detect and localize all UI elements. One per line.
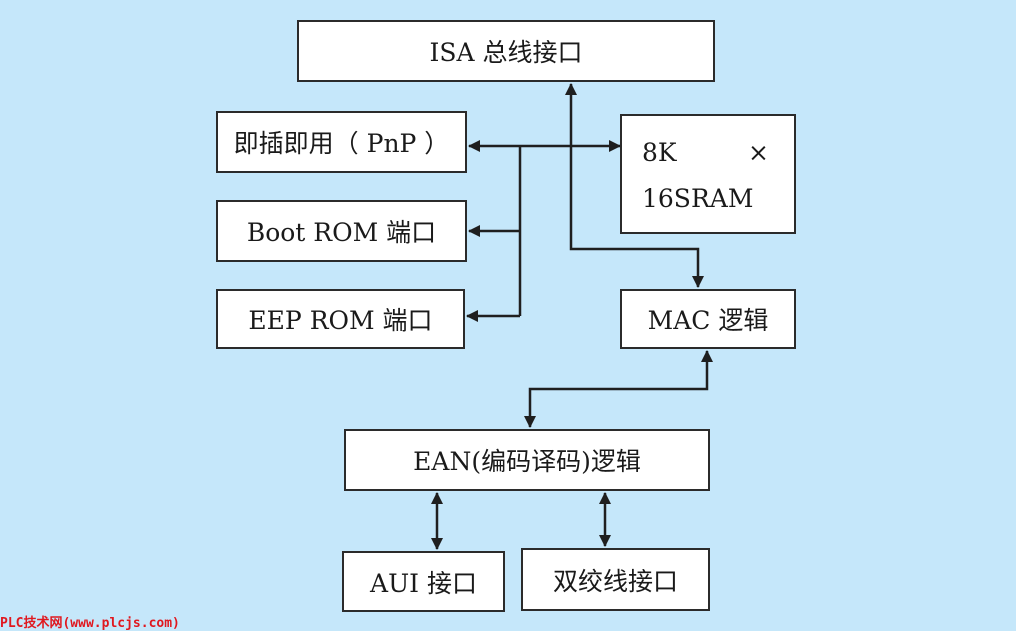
mac-logic-label: MAC 逻辑 xyxy=(647,306,769,335)
aui-interface-box: AUI 接口 xyxy=(342,551,505,612)
mac-logic-box: MAC 逻辑 xyxy=(620,289,796,349)
sram-width-label: 16SRAM xyxy=(642,184,754,213)
mac-ean-arrow xyxy=(524,350,713,428)
twisted-pair-interface-box: 双绞线接口 xyxy=(521,548,710,611)
eep-rom-port-box: EEP ROM 端口 xyxy=(216,289,465,349)
isa-bus-interface-box: ISA 总线接口 xyxy=(297,20,715,82)
twisted-pair-interface-label: 双绞线接口 xyxy=(552,566,678,596)
sram-size-label: 8K xyxy=(642,138,677,167)
aui-interface-label: AUI 接口 xyxy=(370,568,477,598)
watermark-text: PLC技术网(www.plcjs.com) xyxy=(0,616,180,631)
sram-times-symbol: × xyxy=(748,138,769,167)
plug-and-play-box: 即插即用（ PnP ） xyxy=(216,111,467,173)
eep-rom-port-label: EEP ROM 端口 xyxy=(248,306,433,335)
isa-mac-arrow xyxy=(565,83,704,288)
sram-box: 8K × 16SRAM xyxy=(620,114,796,234)
isa-bus-interface-label: ISA 总线接口 xyxy=(429,38,583,67)
boot-rom-port-label: Boot ROM 端口 xyxy=(246,218,437,247)
ean-logic-label: EAN(编码译码)逻辑 xyxy=(413,447,641,476)
ean-logic-box: EAN(编码译码)逻辑 xyxy=(344,429,710,491)
plug-and-play-label: 即插即用（ PnP ） xyxy=(233,129,450,158)
boot-rom-port-box: Boot ROM 端口 xyxy=(216,200,467,262)
